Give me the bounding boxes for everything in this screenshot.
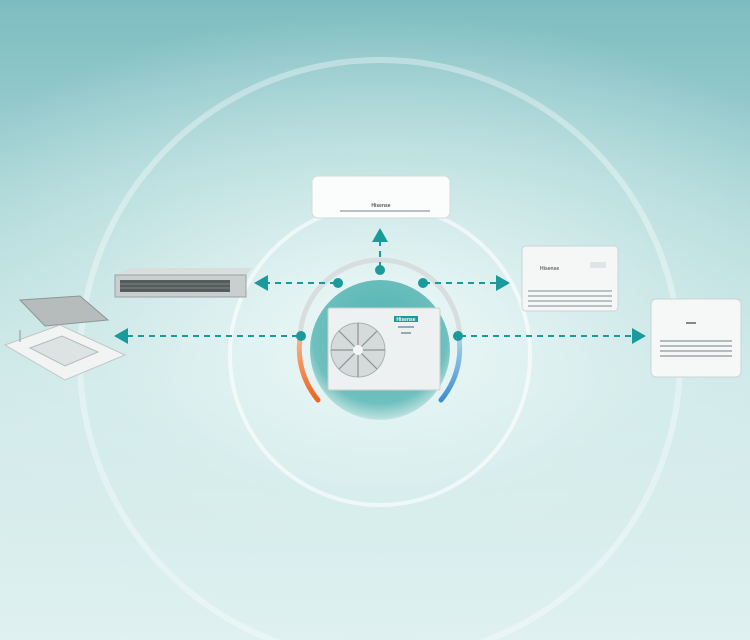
dot xyxy=(453,331,463,341)
ceiling-floor-unit[interactable]: Hisense xyxy=(521,245,619,312)
wall-mounted-unit[interactable]: Hisense xyxy=(311,175,451,219)
dot xyxy=(418,278,428,288)
dot xyxy=(333,278,343,288)
dot xyxy=(375,265,385,275)
cooling-arc xyxy=(438,335,463,403)
logo-badge xyxy=(394,316,418,322)
heating-arc xyxy=(296,335,321,403)
ducted-unit[interactable] xyxy=(114,268,252,298)
outdoor-unit[interactable]: Hisense xyxy=(327,307,441,391)
connection-dots xyxy=(296,265,463,341)
connection-arc xyxy=(297,257,463,341)
console-unit[interactable] xyxy=(650,298,742,378)
brand-logo: Hisense xyxy=(396,317,415,323)
brand-logo: Hisense xyxy=(371,203,390,209)
arrows xyxy=(114,228,646,344)
brand-logo: Hisense xyxy=(540,266,559,272)
cassette-unit[interactable] xyxy=(3,295,127,381)
dot xyxy=(296,331,306,341)
